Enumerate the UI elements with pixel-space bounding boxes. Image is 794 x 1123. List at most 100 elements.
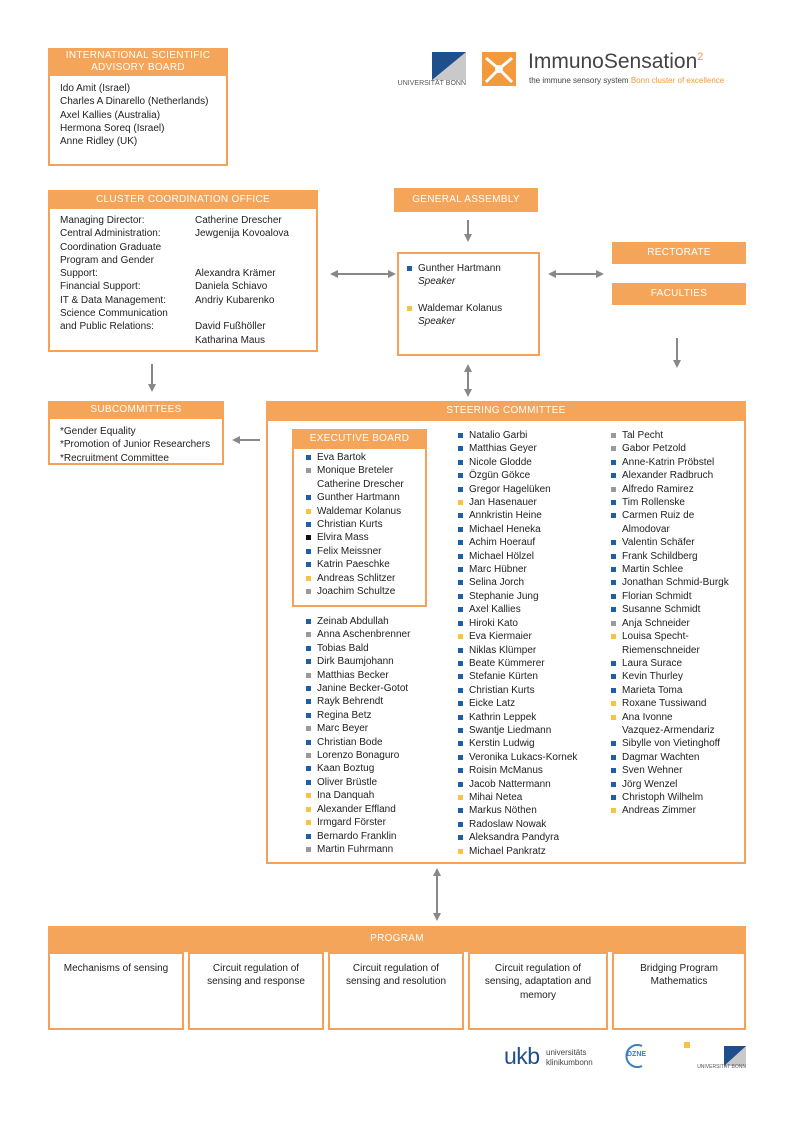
member-name: Regina Betz <box>317 709 372 721</box>
member-name: Christian Bode <box>317 736 383 748</box>
list-item: Charles A Dinarello (Netherlands) <box>60 96 209 108</box>
member-name: Jacob Nattermann <box>469 778 551 790</box>
member-name: Jörg Wenzel <box>622 778 678 790</box>
coordination-office-table: Managing Director:Catherine Drescher Cen… <box>60 214 314 347</box>
member-row: Riemenschneider <box>611 644 729 657</box>
member-name: Marc Beyer <box>317 723 369 735</box>
member-name: Monique Breteler <box>317 465 394 477</box>
member-name: Marc Hübner <box>469 564 527 576</box>
advisory-board-list: Ido Amit (Israel) Charles A Dinarello (N… <box>60 82 208 148</box>
legend-square-icon <box>306 482 311 487</box>
list-item: *Promotion of Junior Researchers <box>60 439 211 451</box>
list-item: Anne Ridley (UK) <box>60 136 138 148</box>
legend-square-icon <box>306 699 311 705</box>
legend-square-icon <box>611 553 616 559</box>
member-row: Elvira Mass <box>306 531 404 544</box>
role: Science Communication <box>60 308 168 320</box>
member-row: Dagmar Wachten <box>611 751 729 764</box>
legend-square-icon <box>306 726 311 732</box>
member-name: Ina Danquah <box>317 790 375 802</box>
legend-square-icon <box>306 766 311 772</box>
member-row: Christoph Wilhelm <box>611 791 729 804</box>
legend-square-icon <box>306 793 311 799</box>
legend-square-icon <box>458 593 463 599</box>
coordination-office-title: CLUSTER COORDINATION OFFICE <box>48 190 318 209</box>
member-row: Jonathan Schmid-Burgk <box>611 576 729 589</box>
legend-square-icon <box>611 527 616 532</box>
member-row: Oliver Brüstle <box>306 776 410 789</box>
legend-square-icon <box>306 495 311 501</box>
member-row: Valentin Schäfer <box>611 536 729 549</box>
member-name: Stefanie Kürten <box>469 671 538 683</box>
program-bridging-mathematics: Bridging Program Mathematics <box>612 952 746 1030</box>
program-circuit-sensing-response: Circuit regulation of sensing and respon… <box>188 952 324 1030</box>
table-row: IT & Data Management:Andriy Kubarenko <box>60 294 314 307</box>
legend-square-icon <box>306 468 311 474</box>
uni-bonn-footer-emblem-icon <box>724 1046 746 1066</box>
member-name: Florian Schmidt <box>622 590 692 602</box>
member-name: Vazquez-Armendariz <box>622 724 715 736</box>
advisory-board: INTERNATIONAL SCIENTIFIC ADVISORY BOARD … <box>48 48 228 166</box>
member-row: Kevin Thurley <box>611 670 729 683</box>
member-row: Christian Kurts <box>306 518 404 531</box>
member-name: Zeinab Abdullah <box>317 616 389 627</box>
legend-square-icon <box>458 794 463 800</box>
legend-square-icon <box>458 607 463 613</box>
member-name: Matthias Geyer <box>469 443 537 455</box>
member-name: Swantje Liedmann <box>469 724 552 736</box>
member-row: Matthias Geyer <box>458 442 577 455</box>
legend-square-icon <box>458 513 463 519</box>
member-row: Beate Kümmerer <box>458 657 577 670</box>
dzne-logo: DZNE <box>620 1044 670 1074</box>
member-name: Gunther Hartmann <box>317 492 400 504</box>
immunosensation-emblem-icon <box>482 52 516 86</box>
legend-square-icon <box>458 714 463 720</box>
member-name: Aleksandra Pandyra <box>469 832 560 844</box>
legend-square-icon <box>306 548 311 554</box>
member-name: Tobias Bald <box>317 642 369 654</box>
member-row: Marc Hübner <box>458 563 577 576</box>
member-row: Özgün Gökce <box>458 469 577 482</box>
member-row: Anne-Katrin Pröbstel <box>611 456 729 469</box>
legend-square-icon <box>611 768 616 774</box>
member-name: Martin Schlee <box>622 564 684 576</box>
member-row: Eva Kiermaier <box>458 630 577 643</box>
member-name: Louisa Specht- <box>622 631 689 643</box>
legend-square-icon <box>458 660 463 666</box>
role: Financial Support: <box>60 281 141 293</box>
yellow-square-icon <box>684 1042 690 1048</box>
name: Daniela Schiavo <box>195 281 268 293</box>
member-name: Janine Becker-Gotot <box>317 683 409 695</box>
member-name: Christian Kurts <box>469 684 535 696</box>
name: Catherine Drescher <box>195 215 282 226</box>
legend-square-icon <box>458 500 463 506</box>
member-row: Jan Hasenauer <box>458 496 577 509</box>
legend-square-icon <box>611 540 616 546</box>
member-name: Rayk Behrendt <box>317 696 384 708</box>
legend-square-icon <box>458 433 463 438</box>
legend-square-icon <box>306 833 311 839</box>
legend-square-icon <box>306 659 311 665</box>
member-row: Susanne Schmidt <box>611 603 729 616</box>
member-row: Waldemar Kolanus <box>306 505 404 518</box>
member-name: Valentin Schäfer <box>622 537 695 549</box>
role: Managing Director: <box>60 215 145 226</box>
member-name: Marieta Toma <box>622 684 683 696</box>
legend-square-icon <box>611 674 616 680</box>
subcommittees: SUBCOMMITTEES *Gender Equality *Promotio… <box>48 401 224 465</box>
legend-square-icon <box>306 632 311 638</box>
member-row: Kathrin Leppek <box>458 711 577 724</box>
member-row: Stephanie Jung <box>458 590 577 603</box>
member-name: Niklas Klümper <box>469 644 537 656</box>
member-row: Selina Jorch <box>458 576 577 589</box>
dzne-wordmark: DZNE <box>627 1051 647 1058</box>
member-row: Martin Fuhrmann <box>306 843 410 856</box>
general-assembly-title: GENERAL ASSEMBLY <box>394 188 538 212</box>
member-name: Dagmar Wachten <box>622 751 700 763</box>
member-row: Regina Betz <box>306 709 410 722</box>
member-name: Alfredo Ramirez <box>622 483 694 495</box>
table-row: and Public Relations:David Fußhöller <box>60 320 314 333</box>
member-row: Zeinab Abdullah <box>306 615 410 628</box>
